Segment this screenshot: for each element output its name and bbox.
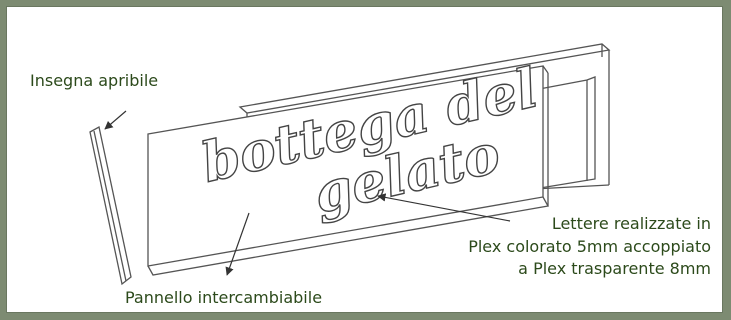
diagram-frame: bottega del gelato Insegna apribile Pann… [6,6,723,313]
label-pannello-intercambiabile: Pannello intercambiabile [125,288,323,307]
label-lettere-line1: Lettere realizzate in [551,214,711,233]
label-lettere: Lettere realizzate in Plex colorato 5mm … [468,213,711,281]
opening-sign-panel [89,126,132,286]
arrow-insegna [104,110,127,130]
arrow-pannello [225,212,250,276]
label-insegna-apribile: Insegna apribile [30,71,159,90]
callout-arrows [104,110,511,276]
arrow-lettere [377,193,511,222]
sign-housing [238,43,611,190]
sign-drawing: bottega del gelato [89,43,611,286]
interchangeable-panel [147,65,550,276]
label-lettere-line2: Plex colorato 5mm accoppiato [468,236,711,256]
label-lettere-line3: a Plex trasparente 8mm [518,259,711,278]
